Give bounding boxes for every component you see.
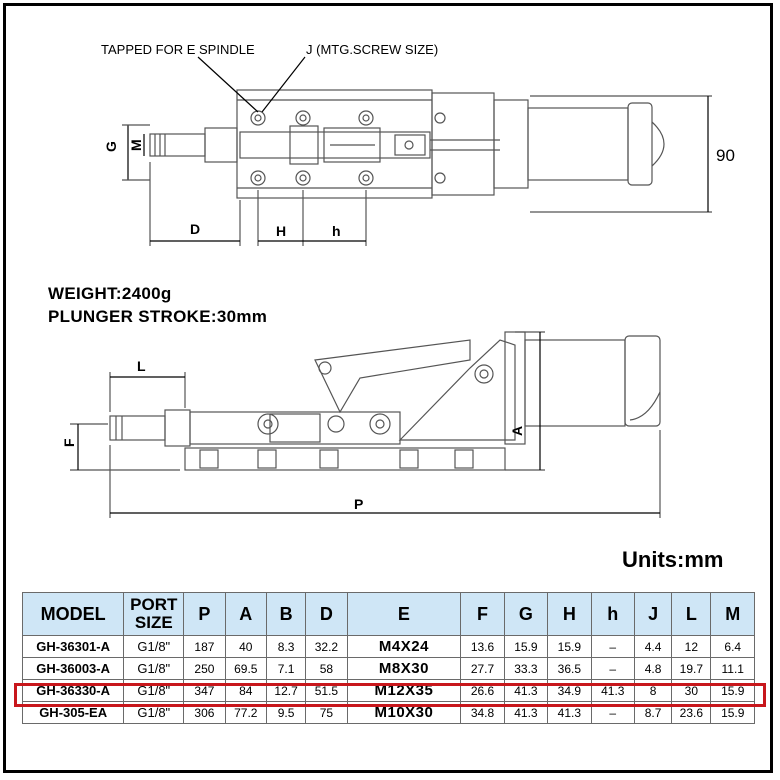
row-highlight-box bbox=[14, 683, 766, 707]
cell-h: 36.5 bbox=[547, 657, 592, 680]
cell-port-size: G1/8" bbox=[123, 657, 185, 680]
cell-b: 7.1 bbox=[265, 657, 307, 680]
label-tapped-spindle: TAPPED FOR E SPINDLE bbox=[101, 42, 255, 57]
top-view bbox=[122, 56, 712, 246]
cell-e: M4X24 bbox=[346, 635, 462, 658]
cell-h-small: – bbox=[590, 657, 635, 680]
cell-a: 40 bbox=[224, 635, 267, 658]
plunger-stroke-text: PLUNGER STROKE:30mm bbox=[48, 307, 268, 326]
side-spindle bbox=[109, 415, 166, 441]
cell-b: 8.3 bbox=[265, 635, 307, 658]
spindle bbox=[149, 133, 206, 157]
header-model: MODEL bbox=[21, 592, 125, 636]
label-p: P bbox=[354, 496, 363, 512]
header-b: B bbox=[265, 592, 307, 636]
label-90: 90 bbox=[716, 146, 735, 165]
table-row: GH-36003-A G1/8" 250 69.5 7.1 58 M8X30 2… bbox=[21, 657, 755, 680]
cell-h-small: – bbox=[590, 635, 635, 658]
label-f: F bbox=[61, 438, 77, 447]
header-j: J bbox=[633, 592, 673, 636]
cell-a: 69.5 bbox=[224, 657, 267, 680]
label-g: G bbox=[103, 141, 119, 152]
cell-model: GH-36301-A bbox=[21, 635, 125, 658]
label-h: H bbox=[276, 223, 286, 239]
cell-f: 27.7 bbox=[460, 657, 505, 680]
header-p: P bbox=[183, 592, 226, 636]
header-f: F bbox=[460, 592, 505, 636]
cell-l: 12 bbox=[671, 635, 712, 658]
cell-m: 11.1 bbox=[710, 657, 755, 680]
weight-text: WEIGHT:2400g bbox=[48, 284, 172, 303]
bracket bbox=[431, 92, 495, 196]
base-rail bbox=[184, 447, 506, 471]
cell-model: GH-36003-A bbox=[21, 657, 125, 680]
label-d: D bbox=[190, 221, 200, 237]
label-a: A bbox=[509, 426, 525, 436]
label-h-small: h bbox=[332, 223, 341, 239]
header-h: H bbox=[547, 592, 592, 636]
cell-j: 4.4 bbox=[633, 635, 673, 658]
spec-table: MODEL PORT SIZE P A B D E F G H h J L M … bbox=[21, 592, 755, 724]
cell-d: 32.2 bbox=[305, 635, 348, 658]
header-l: L bbox=[671, 592, 712, 636]
cell-l: 19.7 bbox=[671, 657, 712, 680]
header-h-small: h bbox=[590, 592, 635, 636]
cell-j: 4.8 bbox=[633, 657, 673, 680]
cell-e: M8X30 bbox=[346, 657, 462, 680]
header-d: D bbox=[305, 592, 348, 636]
header-e: E bbox=[346, 592, 462, 636]
label-l: L bbox=[137, 358, 146, 374]
header-g: G bbox=[503, 592, 549, 636]
label-m: M bbox=[128, 139, 144, 151]
label-j-mtg-screw: J (MTG.SCREW SIZE) bbox=[306, 42, 438, 57]
cell-g: 15.9 bbox=[503, 635, 549, 658]
specs-block: WEIGHT:2400g PLUNGER STROKE:30mm bbox=[48, 282, 267, 328]
table-row: GH-36301-A G1/8" 187 40 8.3 32.2 M4X24 1… bbox=[21, 635, 755, 658]
cell-m: 6.4 bbox=[710, 635, 755, 658]
cell-h: 15.9 bbox=[547, 635, 592, 658]
table-header-row: MODEL PORT SIZE P A B D E F G H h J L M bbox=[21, 592, 755, 636]
cell-f: 13.6 bbox=[460, 635, 505, 658]
cell-p: 187 bbox=[183, 635, 226, 658]
cylinder-flange bbox=[493, 99, 529, 189]
units-label: Units:mm bbox=[622, 547, 724, 572]
header-port-size: PORT SIZE bbox=[123, 592, 185, 636]
cell-port-size: G1/8" bbox=[123, 635, 185, 658]
header-m: M bbox=[710, 592, 755, 636]
side-view bbox=[70, 331, 661, 518]
header-a: A bbox=[224, 592, 267, 636]
cell-g: 33.3 bbox=[503, 657, 549, 680]
outer-frame bbox=[3, 3, 773, 773]
technical-drawing: TAPPED FOR E SPINDLE J (MTG.SCREW SIZE) … bbox=[61, 42, 735, 518]
cell-d: 58 bbox=[305, 657, 348, 680]
cell-p: 250 bbox=[183, 657, 226, 680]
